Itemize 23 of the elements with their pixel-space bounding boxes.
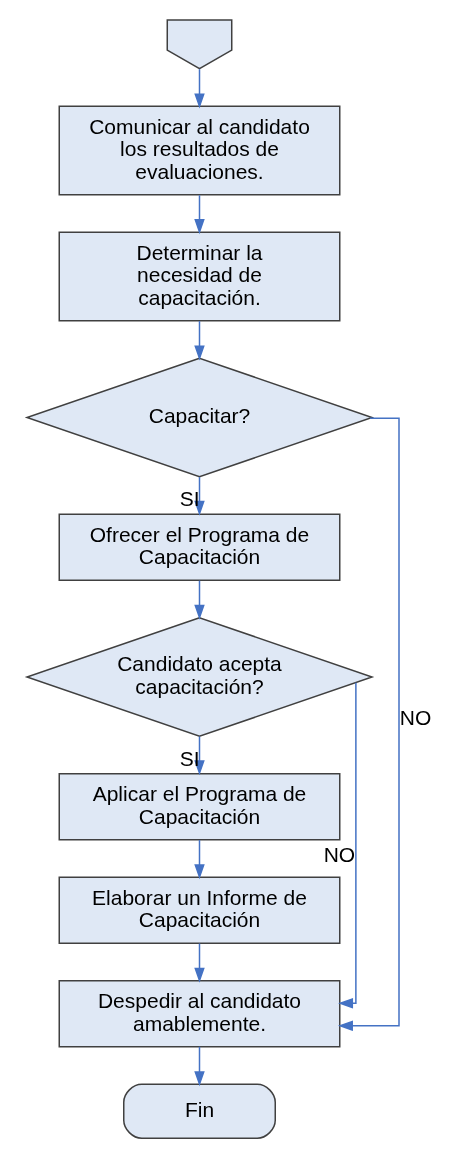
arrow [193, 68, 205, 109]
node-box: Despedir al candidato amablemente. [58, 980, 340, 1048]
node-diamond: Candidato acepta capacitación? [24, 616, 374, 738]
node-box: Ofrecer el Programa de Capacitación [58, 513, 340, 581]
arrow [193, 579, 205, 620]
arrow [337, 417, 400, 1031]
node-box: Aplicar el Programa de Capacitación [58, 773, 340, 841]
node-box: Fin [122, 1083, 276, 1139]
arrow [193, 942, 205, 983]
arrow [193, 320, 205, 361]
node-diamond: Capacitar? [24, 357, 374, 478]
node-box: Comunicar al candidato los resultados de evaluaciones. [58, 105, 340, 196]
node-pentagon [166, 19, 232, 70]
edge-label: NO [323, 842, 355, 866]
edge-label: NO [399, 706, 431, 730]
node-box: Elaborar un Informe de Capacitación [58, 876, 340, 944]
edge-label: SI [179, 487, 200, 511]
node-box: Determinar la necesidad de capacitación. [58, 231, 340, 322]
arrow [193, 194, 205, 235]
arrow [193, 839, 205, 880]
edge-label: SI [179, 746, 200, 770]
arrow [337, 681, 357, 1009]
arrow [193, 1046, 205, 1087]
